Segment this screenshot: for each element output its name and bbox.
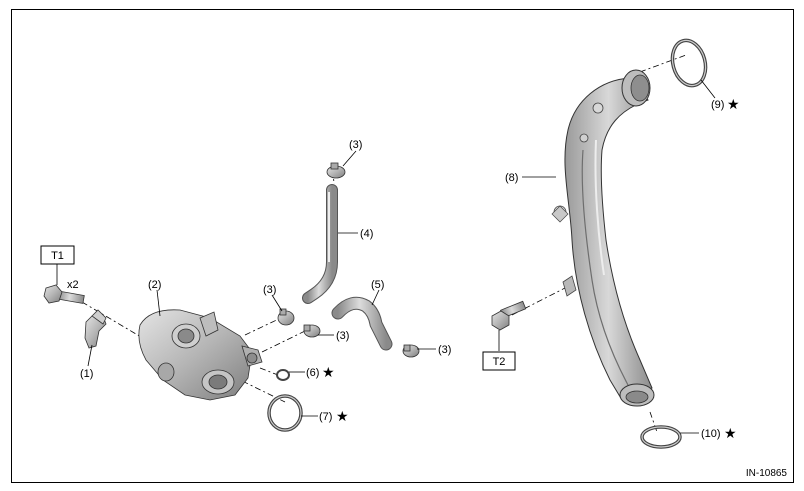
callout-1: (1): [80, 368, 93, 380]
clamp-mid-right: [303, 324, 321, 338]
callout-7: (7): [319, 411, 332, 423]
leader-1: [87, 344, 93, 367]
clamp-bottom-right: [402, 344, 420, 358]
housing-part-2: [138, 309, 263, 401]
star-mark-6: ★: [322, 365, 335, 381]
torque-box-t1: [40, 245, 75, 265]
hose-part-5: [331, 296, 393, 351]
ring-part-10: [640, 425, 682, 449]
callout-10: (10): [701, 428, 721, 440]
star-mark-7: ★: [336, 409, 349, 425]
callout-9: (9): [711, 99, 724, 111]
leader-3-top: [342, 150, 357, 167]
quantity-label: x2: [67, 279, 79, 291]
hose-part-4: [302, 184, 338, 304]
gasket-part-7: [267, 394, 303, 432]
torque-label-t2: T2: [493, 356, 506, 368]
leader-2: [156, 289, 161, 317]
o-ring-part-6: [276, 369, 290, 381]
callout-3-mr: (3): [336, 330, 349, 342]
torque-box-t2: [482, 351, 516, 371]
clamp-top: [326, 162, 346, 179]
ring-part-9: [670, 38, 708, 88]
star-mark-9: ★: [727, 97, 740, 113]
leader-3-ml: [271, 294, 283, 312]
star-mark-10: ★: [724, 426, 737, 442]
bolt-t2: [491, 300, 527, 331]
intake-duct-part-8: [551, 69, 655, 407]
callout-3-top: (3): [349, 139, 362, 151]
bolt-t1: [43, 284, 85, 304]
clamp-mid-left: [277, 308, 295, 326]
callout-5: (5): [371, 279, 384, 291]
callout-2: (2): [148, 279, 161, 291]
callout-3-br: (3): [438, 344, 451, 356]
assembly-line-clamp-a: [244, 316, 284, 336]
assembly-line-clamp-b: [261, 330, 306, 353]
reference-code: IN-10865: [746, 468, 788, 479]
assembly-line-oring: [259, 367, 279, 376]
leader-5: [371, 289, 380, 306]
callout-3-ml: (3): [263, 284, 276, 296]
bracket-part-1: [84, 309, 107, 349]
torque-label-t1: T1: [51, 250, 64, 262]
leader-9: [700, 79, 716, 99]
diagram-frame: [11, 9, 794, 483]
callout-4: (4): [360, 228, 373, 240]
callout-8: (8): [505, 172, 518, 184]
assembly-line-ring-9: [639, 54, 687, 73]
callout-6: (6): [306, 367, 319, 379]
